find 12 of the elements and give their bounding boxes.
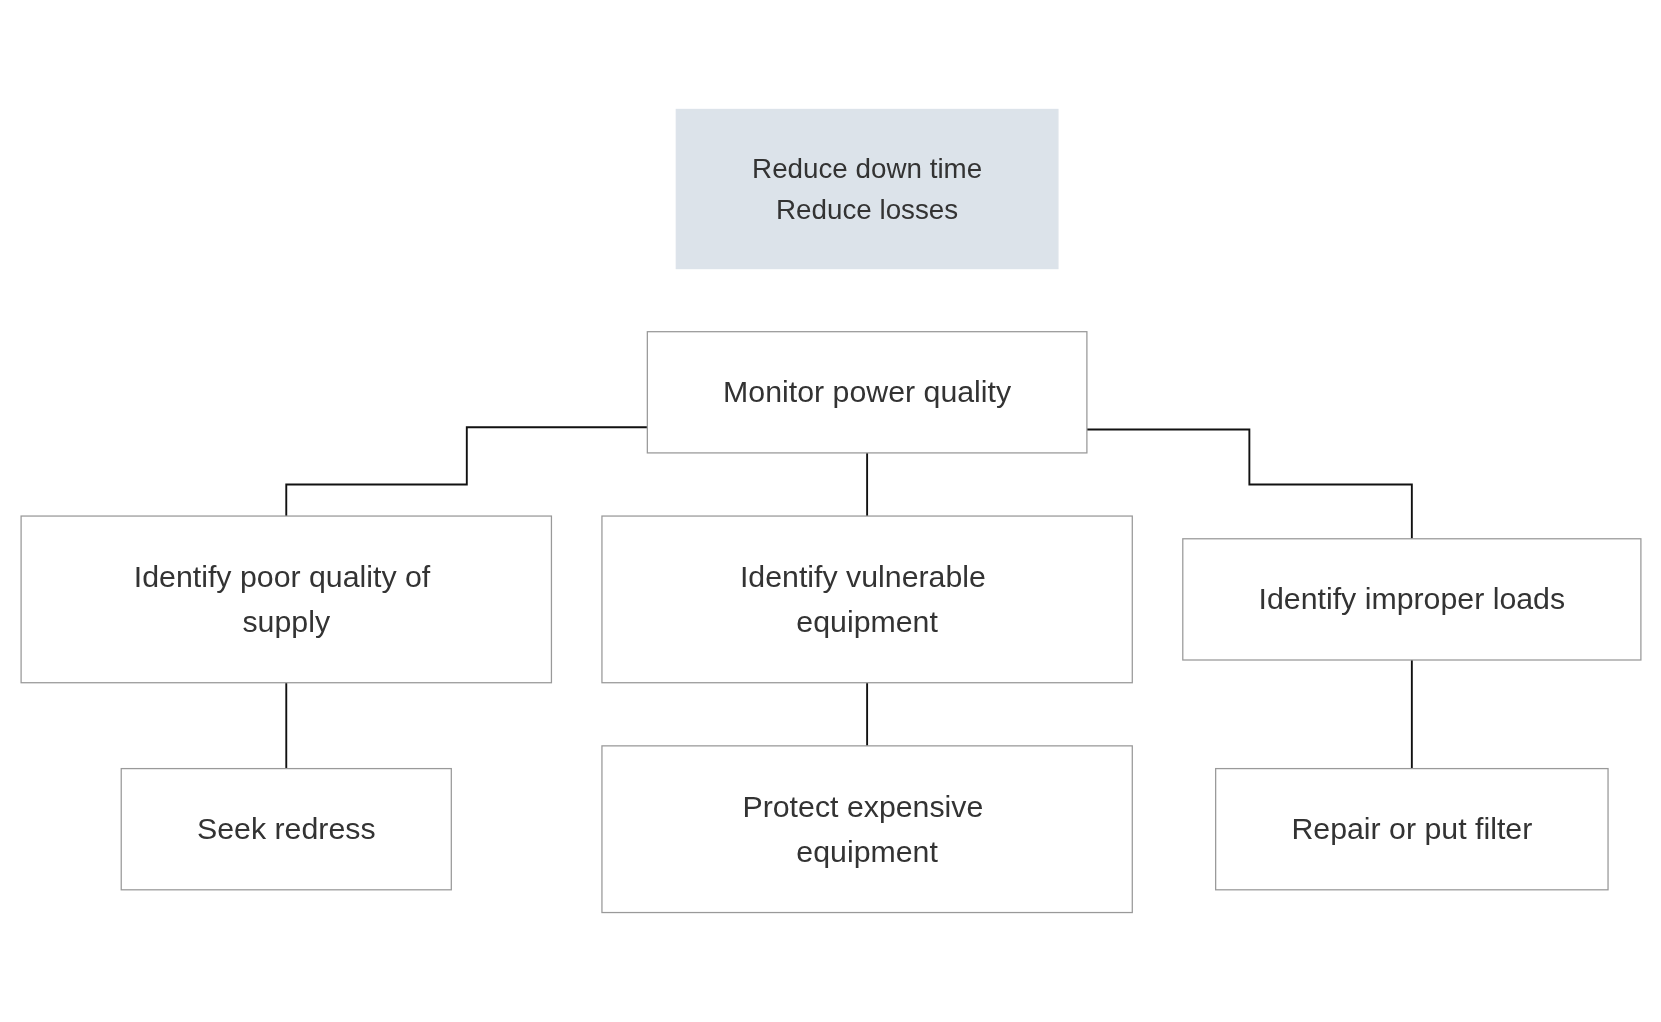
connector bbox=[284, 681, 287, 770]
node-box: Protect expensive equipment bbox=[600, 745, 1133, 914]
node-box: Reduce down time Reduce losses bbox=[675, 108, 1059, 270]
node-box: Repair or put filter bbox=[1214, 767, 1609, 891]
node-box: Identify vulnerable equipment bbox=[600, 515, 1133, 684]
node-box: Seek redress bbox=[120, 767, 452, 891]
node-box: Identify improper loads bbox=[1181, 538, 1642, 661]
connector bbox=[1410, 659, 1413, 770]
node-box: Identify poor quality of supply bbox=[19, 515, 552, 684]
node-box: Monitor power quality bbox=[646, 331, 1088, 454]
connector bbox=[865, 681, 868, 747]
connector bbox=[865, 451, 868, 517]
